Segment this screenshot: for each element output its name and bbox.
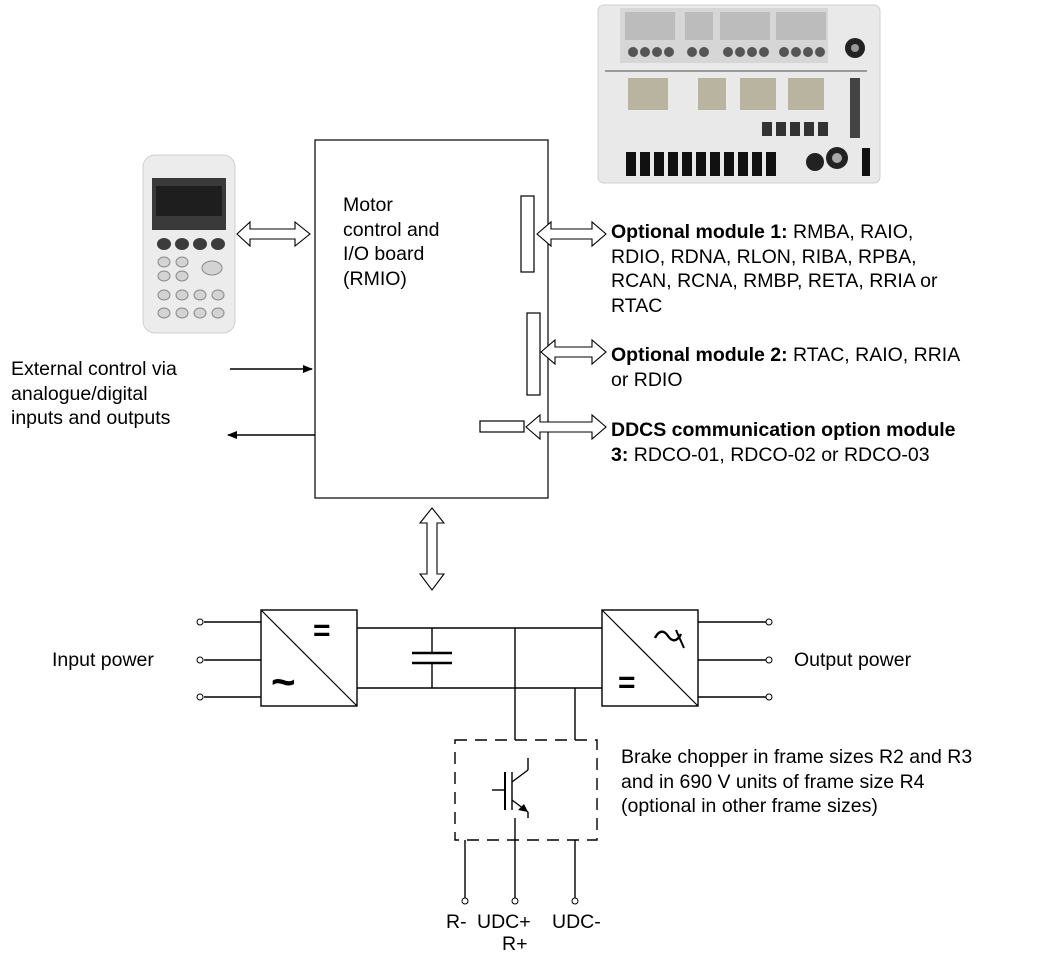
option-module-2-label: Optional module 2: RTAC, RAIO, RRIA or R… (611, 344, 961, 391)
terminal-udc-minus: UDC- (552, 911, 601, 933)
keypad-image (142, 154, 236, 334)
option-slot-3 (479, 420, 525, 433)
inverter-box (601, 609, 699, 707)
board-power-link-arrow (418, 507, 446, 591)
terminal-r-minus: R- (446, 911, 467, 933)
terminal-udc-plus: UDC+ (477, 911, 531, 933)
igbt-emitter-arrow (518, 804, 528, 812)
rectifier-dc-symbol: = (313, 614, 331, 647)
keypad-link-arrow (236, 220, 311, 248)
external-control-label: External control via analogue/digital in… (11, 358, 177, 429)
option-1-link-arrow (536, 220, 607, 248)
inverter-ac-symbol (653, 630, 683, 642)
rmio-board-box (314, 139, 549, 499)
option-slot-2 (526, 312, 541, 396)
option-2-link-arrow (540, 338, 607, 366)
rectifier-box (260, 609, 358, 707)
input-power-label: Input power (52, 649, 154, 671)
communication-module-image (597, 4, 881, 184)
terminal-r-plus: R+ (502, 933, 528, 955)
option-3-link-arrow (525, 413, 607, 441)
brake-chopper-label: Brake chopper in frame sizes R2 and R3 a… (621, 746, 973, 817)
brake-chopper-box (454, 739, 598, 841)
rmio-board-label: Motor control and I/O board (RMIO) (343, 194, 440, 290)
inverter-dc-symbol: = (618, 666, 636, 699)
rectifier-ac-symbol: ~ (271, 658, 296, 705)
option-module-3-label: DDCS communication option module 3: RDCO… (611, 419, 956, 466)
output-power-label: Output power (794, 649, 912, 671)
option-module-1-label: Optional module 1: RMBA, RAIO, RDIO, RDN… (611, 221, 938, 317)
option-slot-1 (520, 195, 535, 273)
